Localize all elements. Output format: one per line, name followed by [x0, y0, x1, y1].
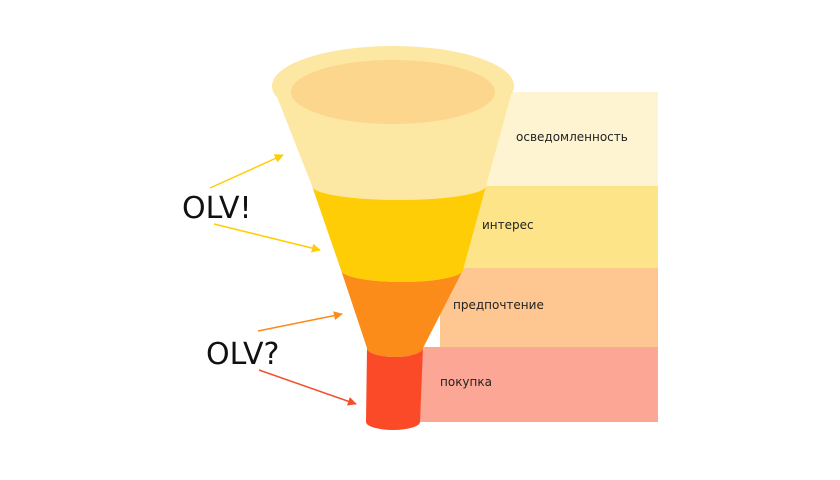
band-preference	[440, 268, 658, 347]
stage-label-interest: интерес	[482, 218, 534, 232]
band-interest	[460, 186, 658, 268]
stage-label-preference: предпочтение	[453, 298, 544, 312]
olv-question-label: OLV?	[206, 337, 279, 372]
funnel-rim-inner	[291, 60, 495, 124]
funnel-segment-interest	[312, 186, 486, 282]
olv-exclaim-label: OLV!	[182, 191, 252, 226]
stage-label-purchase: покупка	[440, 375, 492, 389]
funnel-segment-purchase	[366, 348, 423, 430]
arrow-olv-to-awareness	[209, 154, 284, 189]
funnel-segment-preference	[341, 270, 463, 357]
band-purchase	[410, 347, 658, 422]
arrow-olvq-to-preference	[257, 311, 343, 332]
arrow-olv-to-interest	[213, 223, 321, 253]
arrow-olvq-to-purchase	[258, 369, 357, 406]
stage-label-awareness: осведомленность	[516, 130, 628, 144]
